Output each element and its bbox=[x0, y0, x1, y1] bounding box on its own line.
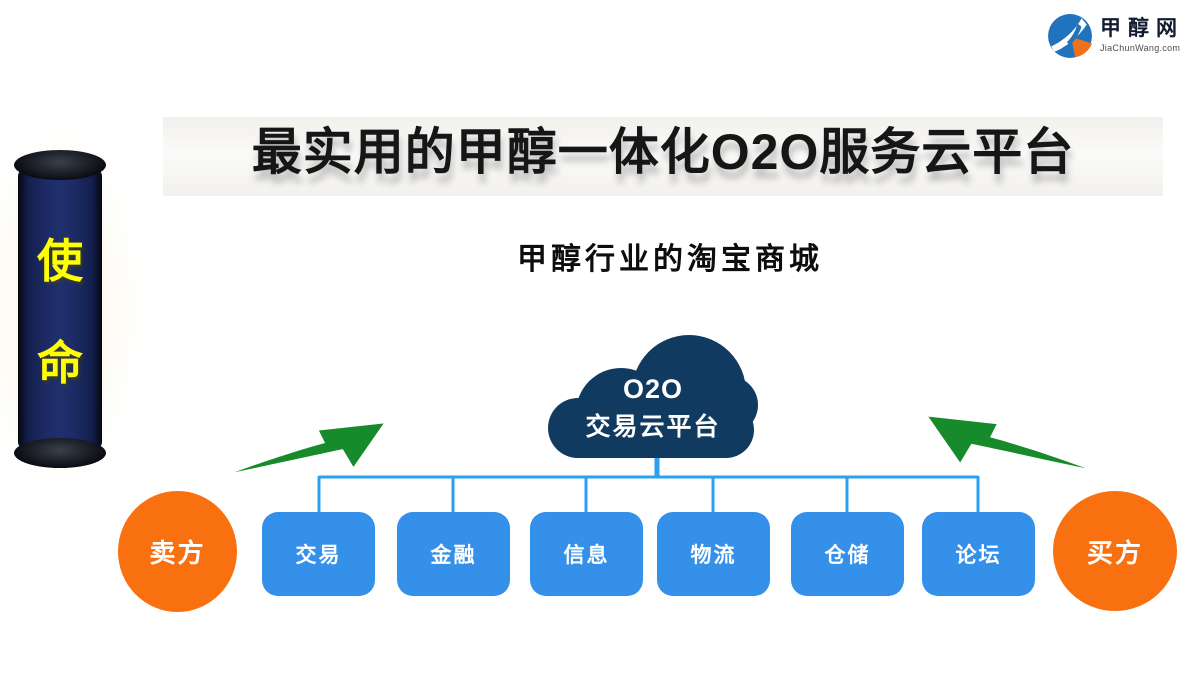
jiachunwang-logo-icon bbox=[1048, 14, 1092, 58]
buyer-circle: 买方 bbox=[1053, 491, 1177, 611]
pillar-bottom-cap bbox=[14, 438, 106, 468]
module-box-logistics: 物流 bbox=[657, 512, 770, 596]
module-box-warehousing: 仓储 bbox=[791, 512, 904, 596]
brand-name: 甲醇网 bbox=[1100, 17, 1184, 40]
cloud-shape bbox=[552, 402, 754, 458]
slide-title: 最实用的甲醇一体化O2O服务云平台 bbox=[251, 124, 1075, 180]
pillar-top-cap bbox=[14, 150, 106, 180]
mission-char-1: 使 bbox=[37, 235, 83, 287]
module-box-forum: 论坛 bbox=[922, 512, 1035, 596]
seller-arrow-icon bbox=[234, 423, 384, 473]
brand-text-block: 甲醇网 JiaChunWang.com bbox=[1100, 13, 1184, 53]
cloud-label-platform: 交易云平台 bbox=[585, 413, 721, 441]
brand-logo: 甲醇网 JiaChunWang.com bbox=[1047, 13, 1184, 59]
seller-circle: 卖方 bbox=[118, 491, 237, 612]
slide-subtitle: 甲醇行业的淘宝商城 bbox=[517, 242, 823, 277]
mission-char-2: 命 bbox=[37, 337, 83, 389]
module-box-information: 信息 bbox=[530, 512, 643, 596]
cloud-label-o2o: O2O bbox=[622, 374, 684, 404]
module-box-finance: 金融 bbox=[397, 512, 510, 596]
mission-pillar: 使 命 bbox=[14, 150, 106, 468]
module-box-trade: 交易 bbox=[262, 512, 375, 596]
title-band bbox=[163, 117, 1163, 196]
brand-domain: JiaChunWang.com bbox=[1100, 43, 1181, 54]
o2o-cloud: O2O 交易云平台 bbox=[548, 332, 758, 458]
mission-pillar-body bbox=[18, 160, 102, 458]
buyer-arrow-icon bbox=[928, 416, 1086, 469]
